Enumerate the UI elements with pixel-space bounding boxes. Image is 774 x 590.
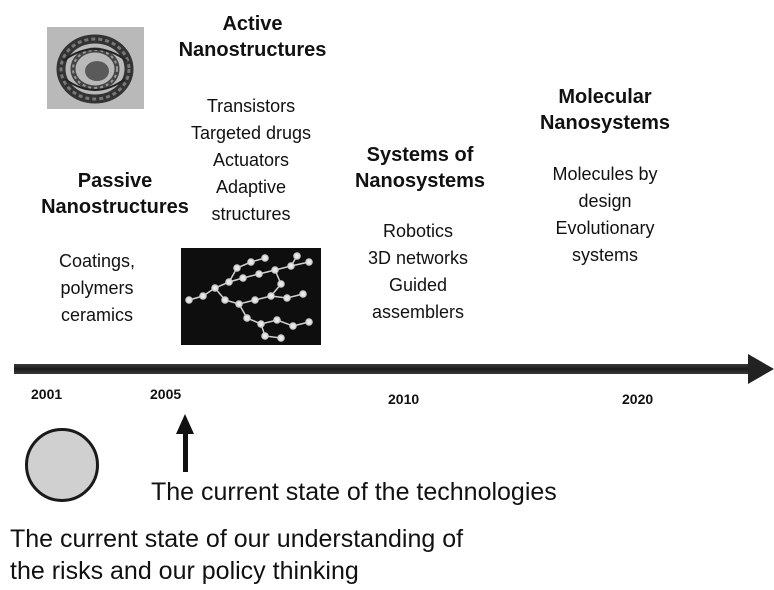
understanding-marker-circle	[25, 428, 99, 502]
stage-molecular-item: Molecules by	[552, 164, 658, 184]
stage-molecular-heading-line1: Molecular	[558, 86, 652, 108]
year-label-2010: 2010	[388, 391, 420, 407]
stage-systems-item: 3D networks	[367, 248, 469, 268]
stage-molecular-item: design	[578, 191, 632, 211]
stage-active-item: Transistors	[206, 96, 296, 116]
current-technology-arrow	[183, 432, 188, 472]
stage-active-heading: Active Nanostructures	[165, 11, 340, 63]
stage-active-heading-line1: Active	[222, 13, 283, 35]
molecular-network-image	[181, 248, 321, 345]
year-label-2005: 2005	[150, 386, 182, 402]
stage-passive-heading-line1: Passive	[77, 170, 153, 192]
year-label-2020: 2020	[622, 391, 654, 407]
timeline-bar	[14, 364, 752, 374]
stage-systems-item: assemblers	[371, 302, 465, 322]
stage-active-item: Targeted drugs	[190, 123, 312, 143]
stage-systems-item: Robotics	[382, 221, 454, 241]
stage-active-item: Adaptive	[215, 177, 287, 197]
stage-systems-items: Robotics 3D networks Guided assemblers	[345, 218, 491, 326]
stage-passive-item: ceramics	[60, 305, 133, 325]
stage-molecular-items: Molecules by design Evolutionary systems	[525, 161, 685, 269]
current-technology-arrowhead	[176, 414, 194, 434]
stage-molecular-item: Evolutionary	[555, 218, 655, 238]
stage-active-item: Actuators	[212, 150, 290, 170]
stage-molecular-heading: Molecular Nanosystems	[525, 84, 685, 136]
stage-passive-heading: Passive Nanostructures	[30, 168, 200, 220]
stage-passive-heading-line2: Nanostructures	[41, 196, 189, 218]
stage-systems-item: Guided	[388, 275, 448, 295]
stage-active-heading-line2: Nanostructures	[178, 39, 327, 61]
stage-molecular-item: systems	[571, 245, 638, 265]
technology-caption: The current state of the technologies	[151, 478, 557, 506]
stage-passive-items: Coatings, polymers ceramics	[30, 248, 164, 329]
understanding-caption-line1: The current state of our understanding o…	[10, 525, 464, 553]
stage-passive-item: Coatings,	[58, 251, 136, 271]
timeline-arrowhead	[748, 354, 774, 384]
year-label-2001: 2001	[31, 386, 63, 402]
understanding-caption-line2: the risks and our policy thinking	[10, 557, 359, 585]
understanding-caption: The current state of our understanding o…	[10, 523, 463, 587]
stage-systems-heading-line2: Nanosystems	[354, 170, 486, 192]
stage-active-item: structures	[211, 204, 291, 224]
nanotube-image	[47, 27, 144, 109]
stage-systems-heading: Systems of Nanosystems	[345, 142, 495, 194]
stage-passive-item: polymers	[60, 278, 134, 298]
stage-molecular-heading-line2: Nanosystems	[539, 112, 671, 134]
stage-active-items: Transistors Targeted drugs Actuators Ada…	[168, 93, 334, 228]
stage-systems-heading-line1: Systems of	[366, 144, 474, 166]
